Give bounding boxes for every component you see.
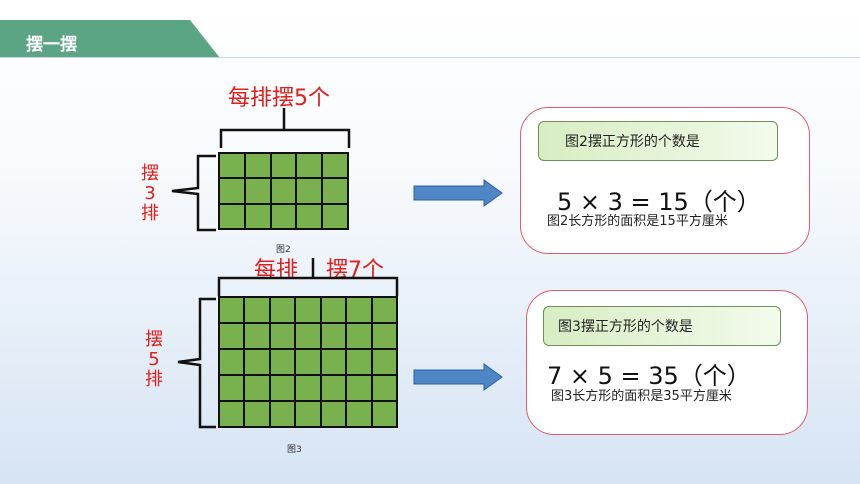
square-cell: [372, 402, 396, 426]
fig3-result-title: 图3摆正方形的个数是: [543, 306, 781, 346]
fig3-side-brace: [177, 297, 216, 429]
square-cell: [321, 298, 346, 322]
square-cell: [296, 402, 320, 426]
square-cell: [347, 376, 371, 400]
square-cell: [245, 350, 269, 374]
fig2-result-title: 图2摆正方形的个数是: [538, 121, 778, 161]
square-cell: [347, 324, 371, 348]
square-cell: [245, 179, 270, 203]
fig2-equation: 5 × 3 = 15（个）: [557, 188, 761, 216]
square-cell: [323, 179, 347, 203]
square-cell: [220, 154, 244, 178]
fig3-area-note: 图3长方形的面积是35平方厘米: [551, 389, 732, 404]
fig2-side-brace: [171, 154, 216, 232]
square-cell: [321, 350, 346, 374]
square-cell: [347, 298, 371, 322]
square-cell: [297, 179, 322, 203]
fig2-caption: 图2: [276, 245, 291, 255]
square-cell: [297, 154, 322, 178]
square-cell: [323, 204, 347, 228]
square-cell: [270, 350, 295, 374]
fig2-arrow-icon: [413, 179, 503, 207]
fig2-area-note: 图2长方形的面积是15平方厘米: [547, 214, 728, 229]
fig3-equation: 7 × 5 = 35（个）: [547, 362, 751, 390]
square-cell: [372, 376, 396, 400]
fig3-square-grid: [218, 296, 398, 428]
square-cell: [245, 376, 269, 400]
fig2-square-grid: [218, 152, 349, 230]
square-cell: [372, 324, 396, 348]
square-cell: [271, 179, 296, 203]
square-cell: [270, 402, 295, 426]
square-cell: [245, 324, 269, 348]
fig3-arrow-icon: [413, 363, 503, 391]
fig3-side-label: 摆 5 排: [145, 329, 163, 390]
square-cell: [296, 324, 320, 348]
fig3-caption: 图3: [287, 445, 302, 455]
square-cell: [220, 204, 244, 228]
square-cell: [321, 402, 346, 426]
square-cell: [245, 298, 269, 322]
square-cell: [270, 324, 295, 348]
square-cell: [347, 402, 371, 426]
square-cell: [245, 402, 269, 426]
square-cell: [372, 350, 396, 374]
square-cell: [245, 154, 270, 178]
header-divider: [0, 57, 860, 58]
square-cell: [372, 298, 396, 322]
square-cell: [321, 324, 346, 348]
square-cell: [296, 350, 320, 374]
fig3-top-brace: [217, 258, 399, 296]
fig2-top-brace: [219, 108, 351, 148]
square-cell: [245, 204, 270, 228]
square-cell: [220, 402, 244, 426]
fig2-top-label: 每排摆5个: [228, 86, 330, 111]
square-cell: [270, 376, 295, 400]
square-cell: [220, 298, 244, 322]
square-cell: [270, 298, 295, 322]
square-cell: [321, 376, 346, 400]
square-cell: [271, 154, 296, 178]
square-cell: [220, 350, 244, 374]
square-cell: [347, 350, 371, 374]
square-cell: [220, 324, 244, 348]
square-cell: [296, 376, 320, 400]
section-title: 摆一摆: [26, 35, 77, 55]
square-cell: [296, 298, 320, 322]
fig2-side-label: 摆 3 排: [141, 163, 159, 224]
section-header-bar: [0, 20, 220, 58]
square-cell: [297, 204, 322, 228]
square-cell: [323, 154, 347, 178]
square-cell: [271, 204, 296, 228]
square-cell: [220, 179, 244, 203]
square-cell: [220, 376, 244, 400]
